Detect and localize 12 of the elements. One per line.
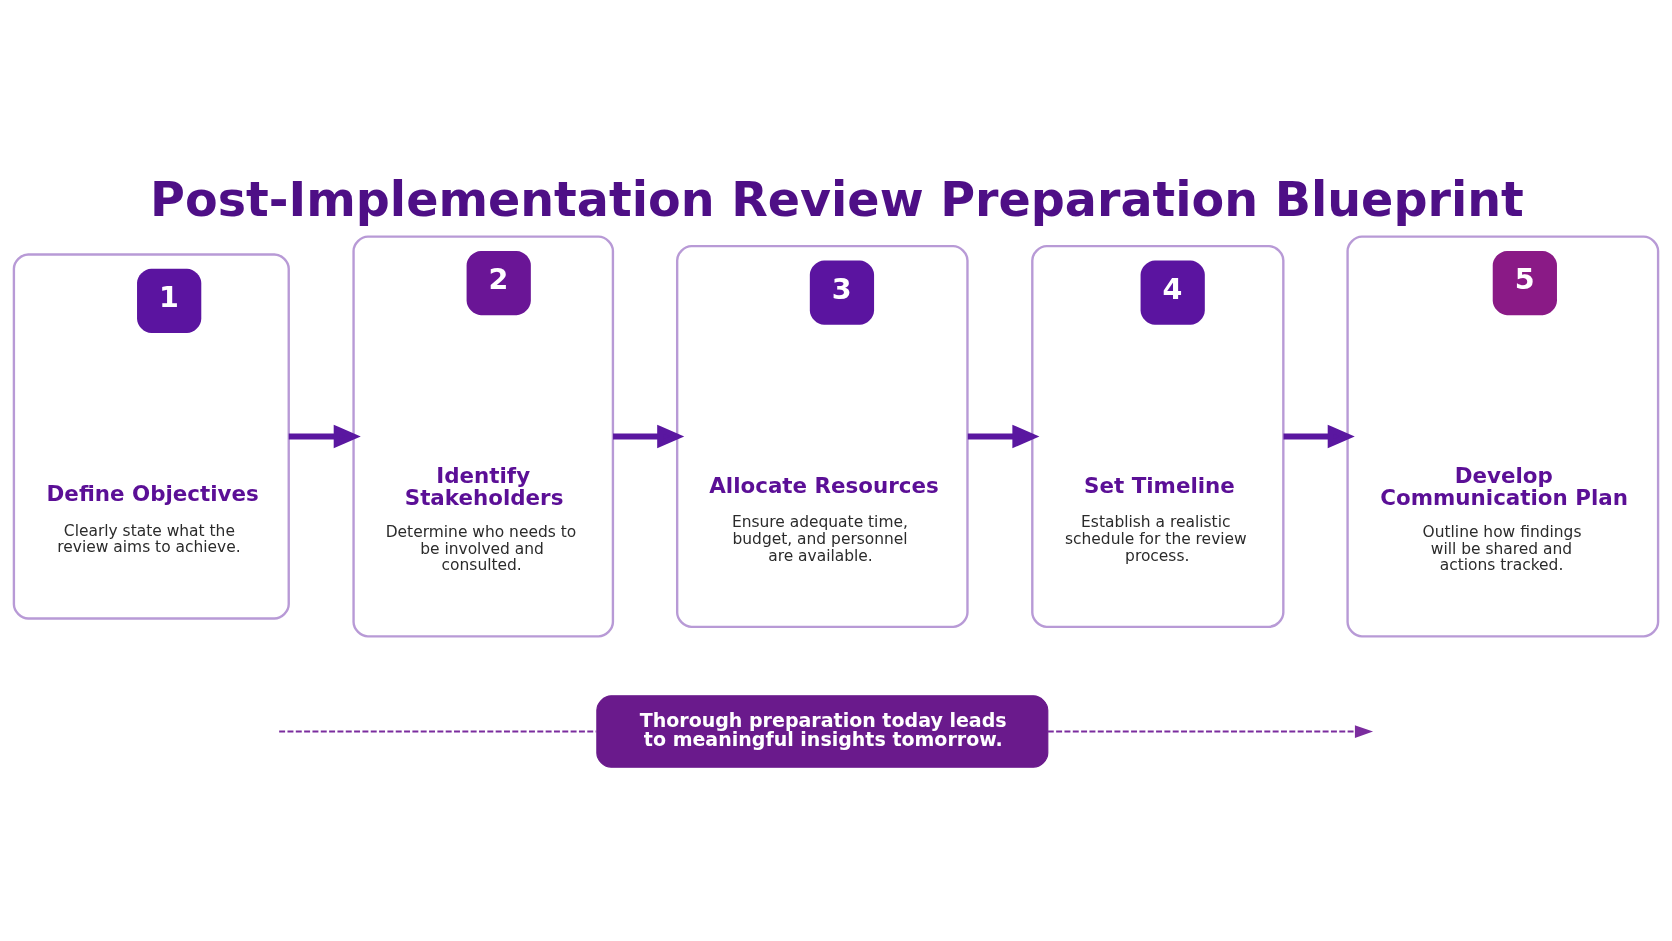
node-box: 4 Set Timeline Establish a realistic schedule for the review process. <box>1031 244 1285 628</box>
diagram-title: Post-Implementation Review Preparation Blueprint <box>150 171 1524 227</box>
node-box: 3 Allocate Resources Ensure adequate time, budget, and personnel are available. <box>675 244 969 628</box>
node-box: 1 Define Objectives Clearly state what the review aims to achieve. <box>12 252 290 620</box>
arrow <box>967 424 1040 448</box>
arrow <box>288 424 361 448</box>
arrow <box>613 424 685 448</box>
arrow <box>1046 724 1374 738</box>
node-box: Thorough preparation today leads to meaningful insights tomorrow. <box>596 694 1049 768</box>
node-box: 5 Develop Communication Plan Outline how findings will be shared and actions tracked. <box>1346 234 1660 638</box>
node-box: 2 Identify Stakeholders Determine who needs to be involved and consulted. <box>352 234 615 638</box>
arrow <box>1283 424 1355 448</box>
